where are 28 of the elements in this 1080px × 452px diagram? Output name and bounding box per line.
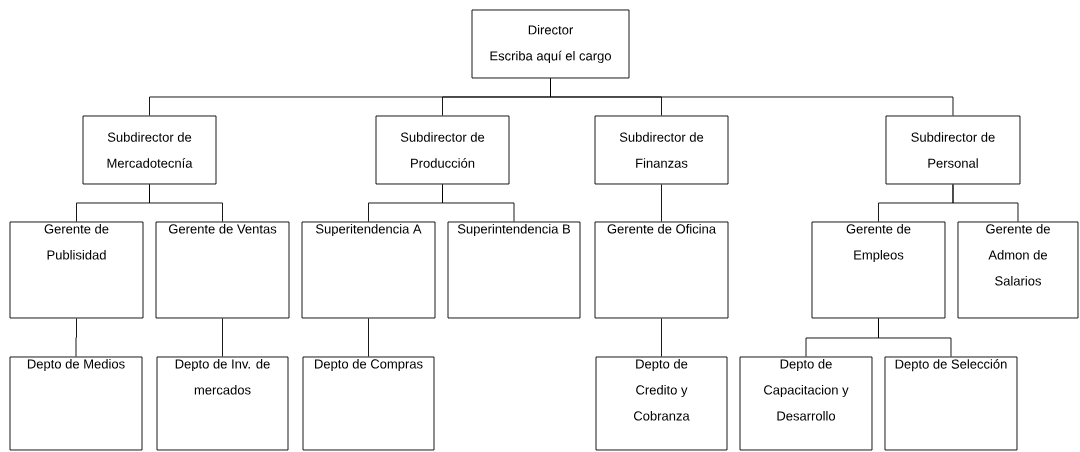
org-box: Gerente de Ventas [155, 221, 290, 319]
connector-line [222, 318, 223, 357]
connector-line [878, 318, 952, 357]
connector-line [442, 184, 515, 222]
org-box: Subdirector de Finanzas [594, 115, 729, 185]
org-box: Depto de Credito y Cobranza [595, 356, 728, 451]
org-box: Subdirector de Personal [885, 115, 1021, 185]
connector-line [75, 318, 77, 357]
connector-line [952, 184, 1019, 222]
org-box: Subdirector de Mercadotecnía [82, 115, 217, 185]
connector-line [550, 78, 954, 116]
connector-line [661, 318, 662, 357]
org-box: Director Escriba aquí el cargo [471, 9, 630, 79]
org-box: Depto de Inv. de mercados [156, 356, 289, 451]
connector-line [368, 318, 369, 357]
org-box: Depto de Selección [884, 356, 1018, 451]
org-box: Superintendencia B [447, 221, 581, 319]
org-box: Superitendencia A [301, 221, 436, 319]
connector-line [149, 184, 223, 222]
org-box: Gerente de Publisidad [9, 221, 144, 319]
connector-line [661, 184, 662, 222]
org-box: Depto de Capacitacion y Desarrollo [739, 356, 873, 451]
org-box: Gerente de Admon de Salarios [957, 221, 1079, 319]
org-box: Gerente de Oficina [594, 221, 729, 319]
org-box: Subdirector de Producción [375, 115, 510, 185]
org-box: Gerente de Empleos [811, 221, 946, 319]
org-box: Depto de Medios [9, 356, 143, 451]
org-box: Depto de Compras [302, 356, 435, 451]
